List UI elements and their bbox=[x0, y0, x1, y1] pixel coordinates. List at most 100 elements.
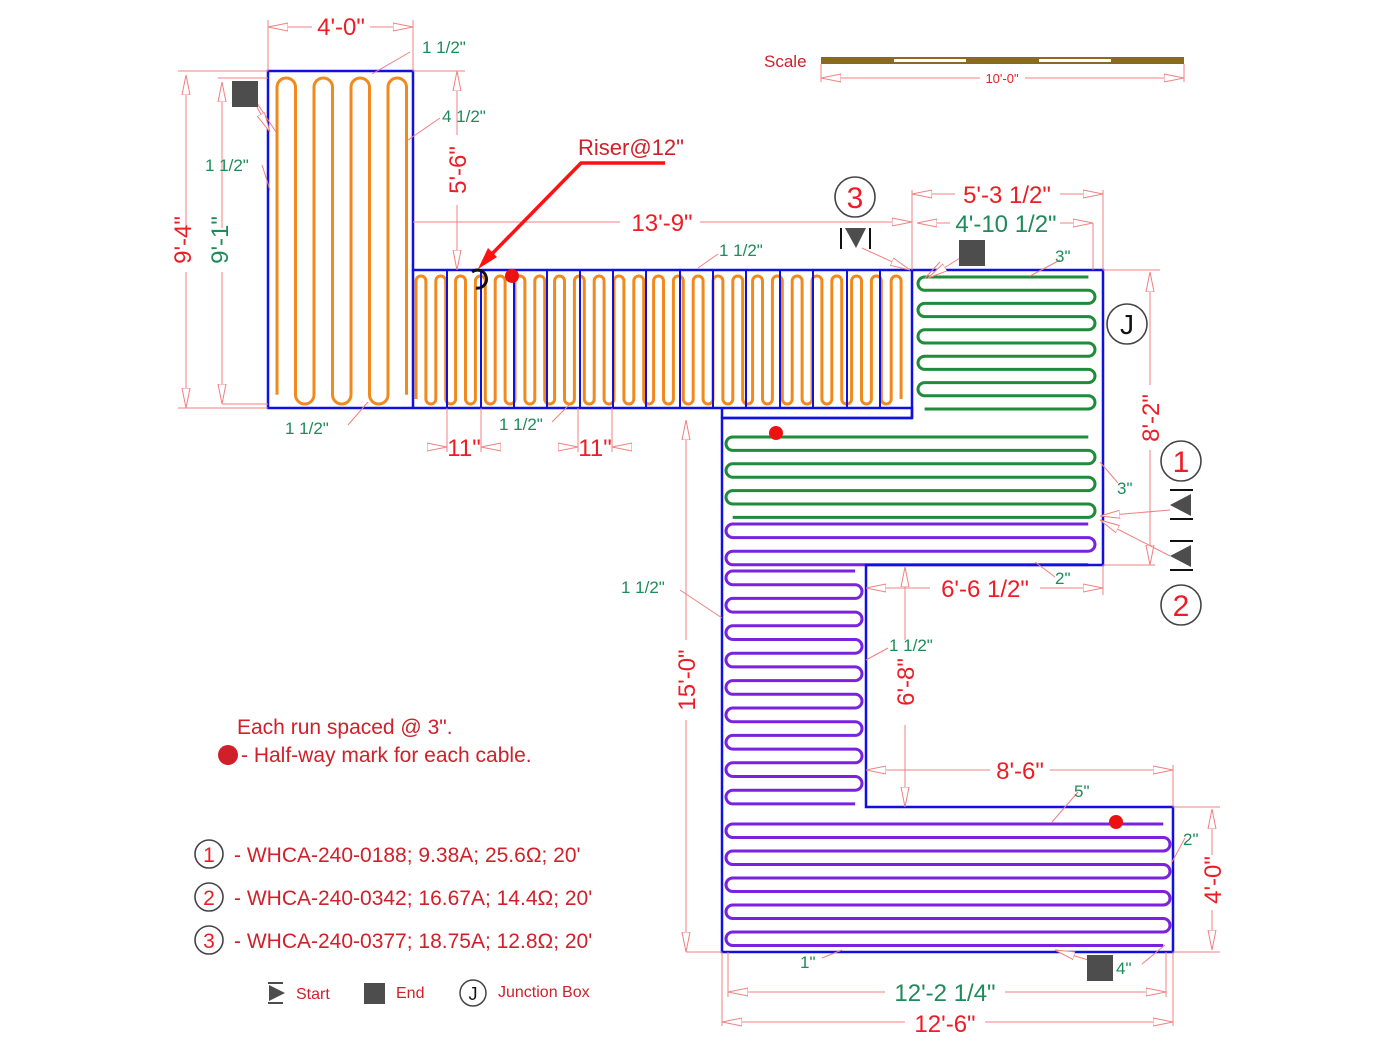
legend-junction: J Junction Box bbox=[459, 979, 590, 1007]
scale-label: Scale bbox=[764, 52, 807, 71]
junction-box-marker: J bbox=[1106, 303, 1148, 345]
dim-right-block-inner: 4'-10 1/2" bbox=[955, 211, 1056, 238]
cable-1-run bbox=[724, 435, 1097, 519]
dim-bottom-inner-width: 12'-2 1/4" bbox=[894, 980, 995, 1007]
circuit-marker-label: 1 bbox=[1173, 446, 1190, 479]
dim-bottom-height: 4'-0" bbox=[1200, 856, 1227, 904]
end-marker-icon bbox=[1087, 955, 1113, 981]
dim-joist-gap: 11" bbox=[447, 435, 480, 462]
dim-right-height: 8'-2" bbox=[1138, 394, 1165, 442]
cable-spec: - WHCA-240-0188; 9.38A; 25.6Ω; 20' bbox=[234, 844, 581, 867]
dim-joist-gap: 11" bbox=[578, 435, 611, 462]
clearance-label: 1 1/2" bbox=[499, 415, 543, 434]
clearance-labels: 1 1/2" 4 1/2" 1 1/2" 1 1/2" 1 1/2" 1 1/2… bbox=[205, 38, 1199, 978]
riser-arrow-icon bbox=[478, 248, 497, 269]
riser-callout: Riser@12" bbox=[471, 135, 684, 290]
halfway-mark-cable-3 bbox=[505, 269, 519, 283]
dimension-labels: 4'-0" 9'-4" 9'-1" 5'-6" 13'-9" 5'-3 1/2"… bbox=[170, 14, 1227, 1038]
dim-right-block-width: 5'-3 1/2" bbox=[963, 182, 1051, 209]
halfway-marks bbox=[505, 269, 1123, 829]
start-marker-icon bbox=[1170, 540, 1193, 571]
dim-corridor-length: 13'-9" bbox=[631, 210, 692, 237]
cable-list-item: 1 - WHCA-240-0188; 9.38A; 25.6Ω; 20' bbox=[194, 839, 581, 869]
start-marker-icon bbox=[1170, 489, 1193, 520]
clearance-label: 3" bbox=[1055, 247, 1071, 266]
halfway-legend-icon bbox=[218, 745, 238, 765]
clearance-label: 4" bbox=[1116, 959, 1132, 978]
dim-top-width: 4'-0" bbox=[317, 14, 365, 41]
cable-spec: - WHCA-240-0377; 18.75A; 12.8Ω; 20' bbox=[234, 930, 592, 953]
junction-box-label: J bbox=[1120, 309, 1134, 340]
end-markers bbox=[232, 81, 1113, 981]
cable-2-runs bbox=[724, 522, 1172, 947]
dim-lower-notch-width: 8'-6" bbox=[996, 758, 1044, 785]
cable-3-runs bbox=[275, 76, 903, 406]
cable-list-item: 3 - WHCA-240-0377; 18.75A; 12.8Ω; 20' bbox=[194, 925, 592, 955]
end-icon bbox=[364, 983, 385, 1004]
spacing-note: Each run spaced @ 3". bbox=[237, 716, 453, 739]
junction-icon-label: J bbox=[469, 984, 478, 1004]
clearance-label: 1 1/2" bbox=[719, 241, 763, 260]
cable-2-run bbox=[724, 822, 1172, 947]
halfway-note: - Half-way mark for each cable. bbox=[241, 744, 532, 767]
start-marker-icon bbox=[840, 228, 871, 249]
halfway-mark-cable-1 bbox=[769, 426, 783, 440]
circuit-marker-label: 2 bbox=[1173, 590, 1190, 623]
dim-long-vertical: 15'-0" bbox=[674, 649, 701, 710]
clearance-label: 1 1/2" bbox=[621, 578, 665, 597]
cable-number: 1 bbox=[203, 844, 215, 867]
junction-icon bbox=[459, 979, 487, 1007]
clearance-label: 1 1/2" bbox=[205, 156, 249, 175]
clearance-label: 1" bbox=[800, 953, 816, 972]
cable-2-run bbox=[724, 522, 1097, 567]
dim-notch-width: 6'-6 1/2" bbox=[941, 576, 1029, 603]
dim-bottom-outer-width: 12'-6" bbox=[914, 1011, 975, 1038]
cable-number: 2 bbox=[203, 887, 215, 910]
notes: Each run spaced @ 3". - Half-way mark fo… bbox=[218, 716, 532, 767]
scale-bar-segment bbox=[1039, 59, 1111, 62]
cable-3-run bbox=[414, 274, 903, 406]
riser-hole-icon bbox=[471, 268, 488, 290]
clearance-label: 2" bbox=[1055, 569, 1071, 588]
cable-list-item: 2 - WHCA-240-0342; 16.67A; 14.4Ω; 20' bbox=[194, 882, 592, 912]
scale-length: 10'-0" bbox=[985, 71, 1019, 86]
cable-2-run bbox=[724, 569, 864, 806]
start-markers bbox=[840, 228, 1193, 571]
cable-1-runs bbox=[724, 275, 1097, 519]
legend-junction-label: Junction Box bbox=[498, 984, 590, 1001]
clearance-label: 2" bbox=[1183, 830, 1199, 849]
cable-spec: - WHCA-240-0342; 16.67A; 14.4Ω; 20' bbox=[234, 887, 592, 910]
legend-end-label: End bbox=[396, 985, 424, 1002]
cable-1-run bbox=[916, 275, 1097, 411]
clearance-label: 1 1/2" bbox=[285, 419, 329, 438]
end-marker-icon bbox=[232, 81, 258, 107]
joist-lines bbox=[446, 270, 881, 408]
clearance-label: 5" bbox=[1074, 782, 1090, 801]
dim-step-height: 5'-6" bbox=[445, 146, 472, 194]
dimension-lines bbox=[178, 20, 1220, 1026]
clearance-label: 4 1/2" bbox=[442, 107, 486, 126]
dim-left-outer: 9'-4" bbox=[170, 216, 197, 264]
clearance-label: 1 1/2" bbox=[889, 636, 933, 655]
legend-start: Start bbox=[268, 982, 330, 1004]
legend-start-label: Start bbox=[296, 986, 330, 1003]
cable-3-run bbox=[275, 76, 408, 406]
circuit-marker-1: 1 bbox=[1160, 440, 1202, 482]
circuit-marker-3: 3 bbox=[834, 176, 876, 218]
halfway-mark-cable-2 bbox=[1109, 815, 1123, 829]
clearance-label: 1 1/2" bbox=[422, 38, 466, 57]
cable-list: 1 - WHCA-240-0188; 9.38A; 25.6Ω; 20' 2 -… bbox=[194, 839, 592, 955]
dim-left-inner: 9'-1" bbox=[207, 216, 234, 264]
end-marker-icon bbox=[959, 240, 985, 266]
clearance-label: 3" bbox=[1117, 479, 1133, 498]
circuit-marker-label: 3 bbox=[847, 182, 864, 215]
circuit-markers: 3 1 2 J bbox=[834, 176, 1202, 626]
scale-bar: Scale 10'-0" bbox=[764, 52, 1185, 86]
legend: Start End J Junction Box bbox=[268, 979, 590, 1007]
riser-label: Riser@12" bbox=[578, 135, 684, 160]
dim-notch-height: 6'-8" bbox=[893, 658, 920, 706]
start-icon bbox=[269, 985, 285, 1001]
scale-bar-segment bbox=[894, 59, 966, 62]
cable-number: 3 bbox=[203, 930, 215, 953]
